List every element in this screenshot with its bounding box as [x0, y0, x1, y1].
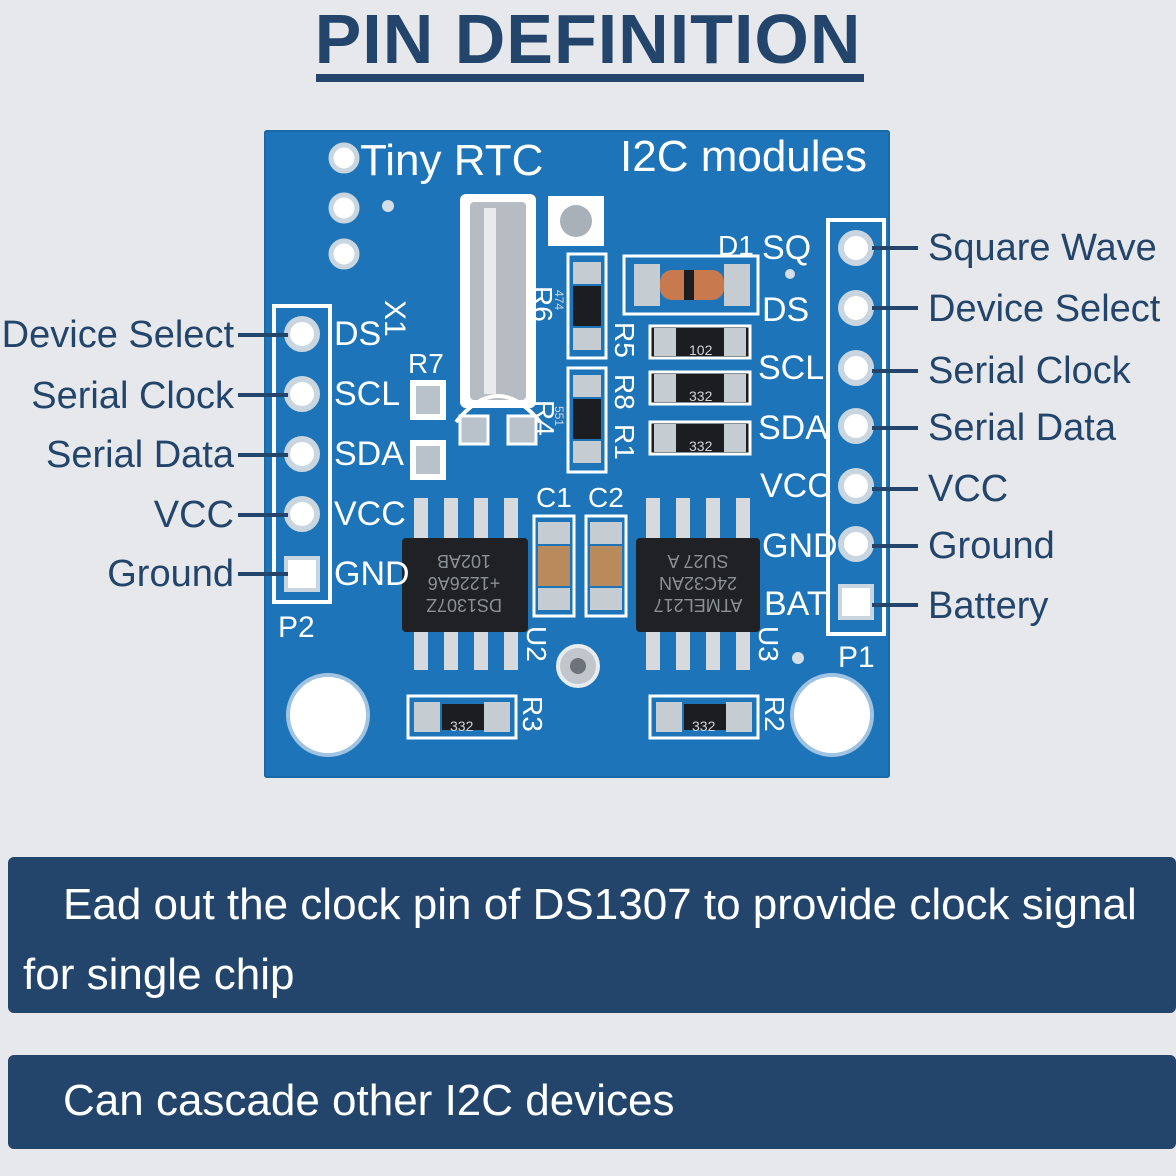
- u2-marking-line1: DS1307Z: [425, 595, 503, 615]
- left-leader-serial-clock: [238, 393, 288, 397]
- ref-r3: R3: [517, 696, 548, 732]
- rtc-module-board: Tiny RTC I2C modules X1 R6 R5 R8 R1 R4 R…: [264, 130, 890, 778]
- ref-c1: C1: [536, 482, 572, 513]
- p1-pin-scl: SCL: [758, 349, 825, 387]
- ref-u2: U2: [521, 626, 552, 662]
- u3-marking-line1: ATMEL217: [653, 595, 743, 615]
- left-leader-device-select: [238, 333, 288, 337]
- ref-p2: P2: [278, 611, 315, 644]
- right-label-ground: Ground: [928, 525, 1055, 567]
- feature-clock-pin-text-line1: Ead out the clock pin of DS1307 to provi…: [63, 880, 1137, 929]
- r5-code: 102: [689, 342, 713, 358]
- ref-r7: R7: [408, 348, 444, 379]
- p2-pin-scl: SCL: [334, 375, 401, 413]
- left-label-device-select: Device Select: [1, 314, 234, 356]
- p1-pin-sq: SQ: [762, 229, 812, 267]
- right-label-square-wave: Square Wave: [928, 227, 1157, 269]
- board-artwork: [272, 142, 886, 757]
- r4-code: 551: [552, 406, 566, 427]
- left-label-vcc: VCC: [153, 494, 234, 536]
- p2-pin-sda: SDA: [334, 435, 404, 473]
- left-leader-serial-data: [238, 453, 288, 457]
- p1-pin-gnd: GND: [762, 527, 838, 565]
- u2-marking: DS1307Z +1226A6 102AB: [414, 550, 514, 616]
- feature-panel-cascade: Can cascade other I2C devices: [8, 1055, 1176, 1149]
- right-leader-vcc: [872, 487, 918, 491]
- p1-pin-vcc: VCC: [760, 467, 832, 505]
- page-title: PIN DEFINITION: [314, 0, 862, 78]
- p2-pin-gnd: GND: [334, 555, 410, 593]
- feature-panel-clock-pin: Ead out the clock pin of DS1307 to provi…: [8, 857, 1176, 1013]
- ref-u3: U3: [753, 626, 784, 662]
- right-label-battery: Battery: [928, 585, 1049, 627]
- feature-cascade-text: Can cascade other I2C devices: [63, 1076, 675, 1125]
- p2-pin-ds: DS: [334, 315, 382, 353]
- mounting-hole-left: [286, 673, 370, 757]
- r3-code: 332: [450, 718, 474, 734]
- right-leader-battery: [872, 603, 918, 607]
- right-leader-serial-data: [872, 426, 918, 430]
- left-leader-ground: [238, 572, 288, 576]
- feature-clock-pin-text-line2: for single chip: [23, 950, 295, 999]
- right-leader-ground: [872, 544, 918, 548]
- right-leader-square-wave: [872, 246, 918, 250]
- p1-pin-ds: DS: [762, 291, 810, 329]
- ref-r8: R8: [609, 374, 640, 410]
- r1-code: 332: [689, 438, 713, 454]
- board-title-right: I2C modules: [620, 132, 868, 181]
- mounting-hole-right: [790, 673, 874, 757]
- board-title-left: Tiny RTC: [360, 136, 544, 185]
- u2-marking-line3: 102AB: [436, 551, 492, 571]
- ref-r2: R2: [759, 696, 790, 732]
- p1-pin-bat: BAT: [764, 585, 828, 623]
- p1-pin-sda: SDA: [758, 409, 828, 447]
- left-label-ground: Ground: [107, 553, 234, 595]
- left-label-serial-clock: Serial Clock: [31, 375, 234, 417]
- u3-marking-line2: 24C32AN: [658, 573, 738, 593]
- p2-pin-vcc: VCC: [334, 495, 406, 533]
- u3-marking: ATMEL217 24C32AN SU27 A: [648, 550, 748, 616]
- right-label-vcc: VCC: [928, 468, 1009, 510]
- title-underline: [316, 74, 864, 82]
- left-leader-vcc: [238, 513, 288, 517]
- ref-r1: R1: [609, 424, 640, 460]
- right-label-device-select: Device Select: [928, 288, 1161, 330]
- left-label-serial-data: Serial Data: [46, 434, 234, 476]
- u3-marking-line3: SU27 A: [667, 551, 729, 571]
- right-label-serial-data: Serial Data: [928, 407, 1116, 449]
- r2-code: 332: [692, 718, 716, 734]
- r6-code: 474: [552, 290, 566, 311]
- u2-marking-line2: +1226A6: [427, 573, 501, 593]
- r8-code: 332: [689, 388, 713, 404]
- right-label-serial-clock: Serial Clock: [928, 350, 1131, 392]
- right-leader-device-select: [872, 306, 918, 310]
- ref-d1: D1: [718, 230, 754, 261]
- ref-p1: P1: [838, 641, 875, 674]
- ref-r5: R5: [609, 322, 640, 358]
- right-leader-serial-clock: [872, 369, 918, 373]
- ref-x1: X1: [378, 300, 411, 337]
- ref-c2: C2: [588, 482, 624, 513]
